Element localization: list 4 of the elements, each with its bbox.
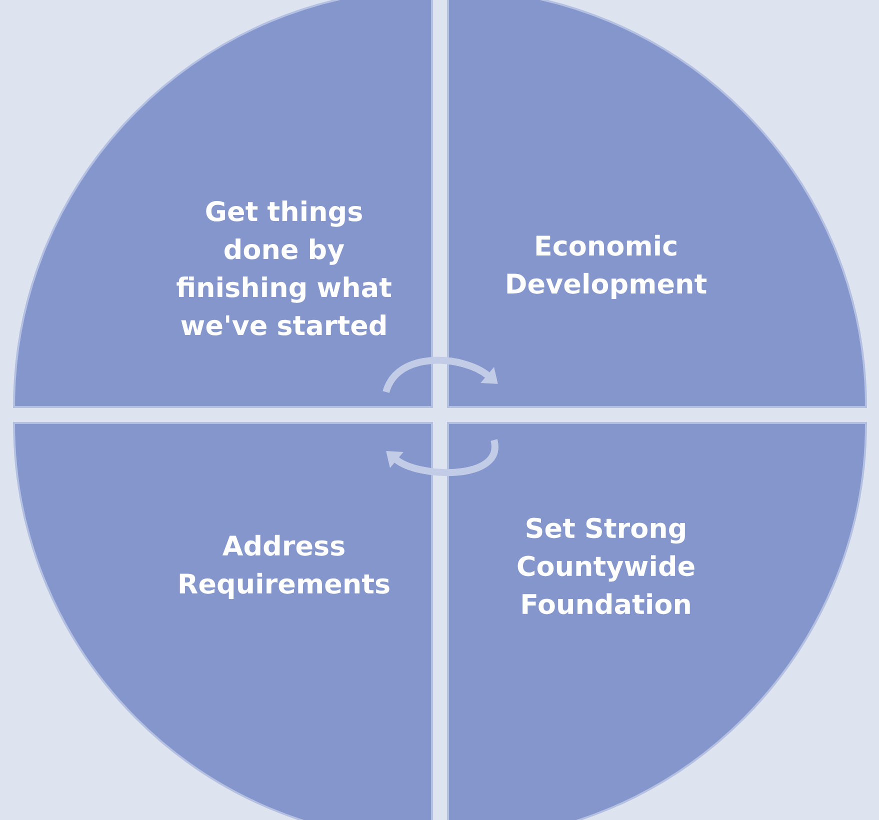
pie-sector: Address Requirements	[13, 422, 433, 820]
pie-sector: Set Strong Countywide Foundation	[447, 422, 867, 820]
pie-sector: Economic Development	[447, 0, 867, 408]
pie-sector: Get things done by finishing what we've started	[13, 0, 433, 408]
